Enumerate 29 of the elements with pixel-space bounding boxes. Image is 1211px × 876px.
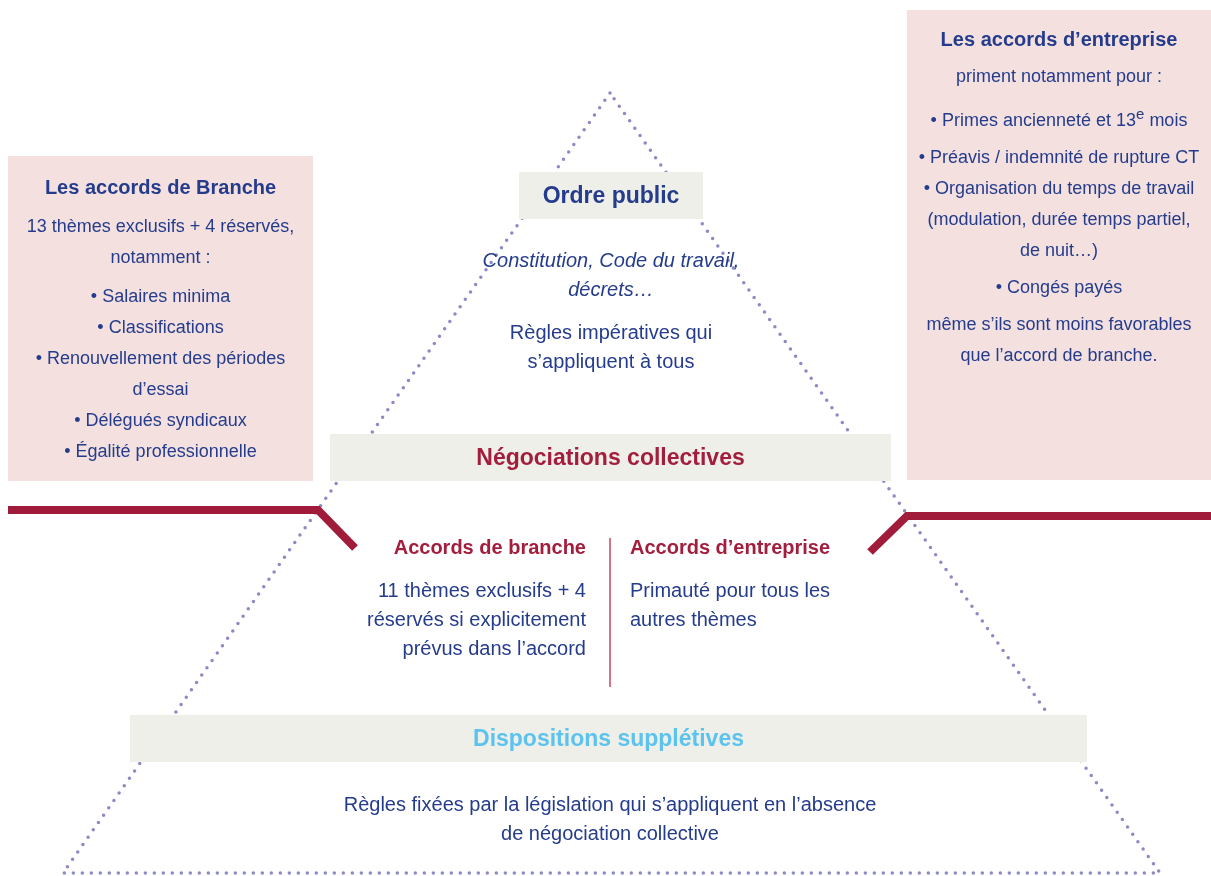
bullet-item: • Salaires minima	[90, 285, 231, 308]
column-text: 11 thèmes exclusifs + 4 réservés si explicitement prévus dans l’accord	[366, 578, 586, 661]
column-heading: Accords d’entreprise	[630, 535, 832, 560]
bullet-item: • Classifications	[97, 316, 224, 339]
tier-band	[330, 434, 891, 481]
panel-heading: Les accords d’entreprise	[940, 27, 1178, 52]
panel-heading: Les accords de Branche	[44, 175, 277, 200]
bullet-item: • Organisation du temps de travail (modulation, durée temps partiel, de nuit…)	[922, 177, 1196, 262]
tier-band	[130, 715, 1087, 762]
tier-heading: Dispositions supplétives	[473, 725, 744, 752]
column-heading: Accords de branche	[392, 535, 586, 560]
tier-description: Règles impératives qui s’appliquent à tous	[508, 320, 714, 374]
panel-text: 13 thèmes exclusifs + 4 réservés, notamment :	[25, 215, 296, 269]
tier-heading: Négociations collectives	[476, 444, 745, 471]
info-panel	[907, 10, 1211, 480]
panel-text: priment notamment pour :	[955, 65, 1163, 88]
tier-description: Règles fixées par la législation qui s’appliquent en l’absence de négociation collective	[342, 792, 878, 846]
panel-text: même s’ils sont moins favorables que l’accord de branche.	[925, 313, 1193, 367]
bullet-item: • Délégués syndicaux	[74, 409, 247, 432]
bullet-item: • Congés payés	[995, 276, 1123, 299]
bullet-item: • Préavis / indemnité de rupture CT	[918, 146, 1200, 169]
tier-band	[519, 172, 703, 219]
bullet-item: • Primes ancienneté et 13$^{e}$ mois	[930, 104, 1188, 132]
tier-description: Constitution, Code du travail, décrets…	[481, 248, 741, 302]
tier-heading: Ordre public	[542, 182, 680, 209]
bullet-item: • Renouvellement des périodes d’essai	[34, 347, 287, 401]
column-text: Primauté pour tous les autres thèmes	[630, 578, 832, 632]
bullet-item: • Égalité professionnelle	[64, 440, 257, 463]
info-panel	[8, 156, 313, 481]
